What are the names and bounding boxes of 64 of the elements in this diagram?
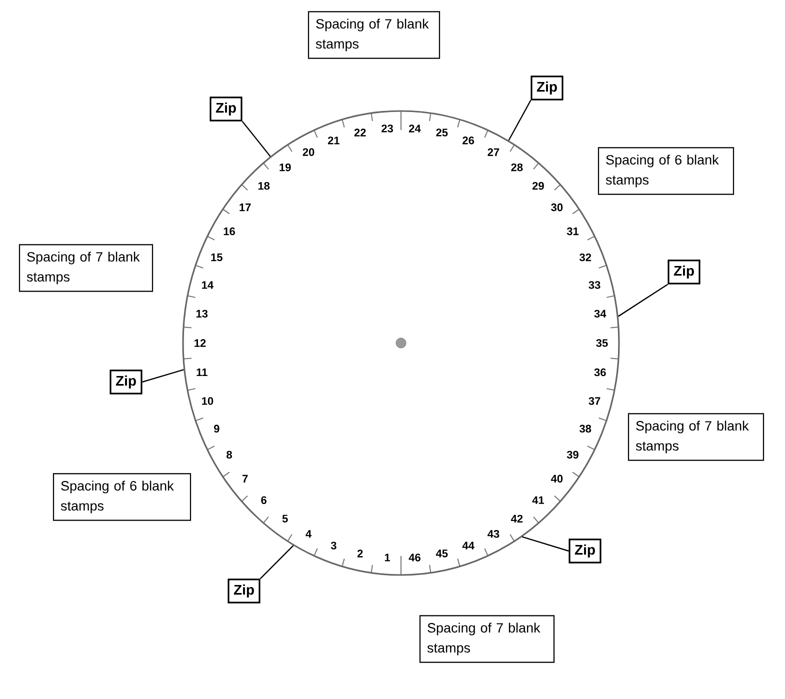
dial-number: 28	[511, 163, 523, 172]
zip-box: Zip	[210, 96, 242, 122]
dial-number: 32	[580, 253, 592, 262]
zip-box: Zip	[530, 76, 564, 100]
dial-number: 39	[566, 450, 578, 459]
dial-number: 8	[226, 450, 232, 459]
dial-number: 6	[261, 496, 266, 504]
dial-number: 42	[510, 514, 523, 522]
dial-number: 3	[330, 542, 336, 550]
dial-number: 44	[462, 542, 474, 550]
dial-number: 7	[242, 474, 248, 482]
leader-line	[242, 120, 271, 157]
dial-number: 2	[357, 550, 363, 558]
dial-number: 5	[282, 514, 288, 522]
dial-number: 23	[382, 124, 393, 132]
dial-number: 14	[202, 281, 214, 289]
dial-number: 19	[280, 163, 291, 172]
text-box: Spacing of 7 blank stamps	[419, 615, 555, 663]
dial-number: 21	[328, 136, 340, 144]
dial-number: 33	[588, 281, 600, 289]
leader-line	[522, 536, 569, 552]
leader-line	[618, 284, 668, 317]
dial-number: 30	[551, 203, 563, 212]
dial-number: 25	[436, 128, 448, 136]
dial-number: 17	[240, 204, 251, 212]
dial-number: 35	[596, 339, 608, 347]
text-box: Spacing of 6 blank stamps	[598, 147, 734, 195]
dial-number: 13	[196, 310, 208, 318]
dial-number: 16	[224, 227, 235, 236]
dial-number: 1	[384, 554, 390, 562]
zip-box: Zip	[228, 578, 260, 604]
text-box: Spacing of 7 blank stamps	[628, 413, 764, 461]
dial-number: 31	[566, 227, 579, 236]
dial-number: 15	[211, 254, 222, 262]
dial-number: 4	[306, 530, 312, 538]
dial-number: 12	[194, 339, 206, 347]
leader-line	[260, 545, 294, 580]
leader-line	[142, 369, 184, 383]
dial-number: 41	[532, 496, 544, 504]
dial-number: 37	[588, 397, 600, 405]
dial-number: 45	[436, 550, 448, 558]
dial-number: 18	[258, 182, 270, 190]
dial-number: 36	[594, 368, 606, 376]
zip-box: Zip	[668, 260, 700, 284]
text-box: Spacing of 7 blank stamps	[308, 11, 440, 59]
dial-number: 46	[408, 554, 420, 562]
dial-number: 38	[580, 424, 592, 433]
text-box: Spacing of 7 blank stamps	[18, 244, 154, 292]
dial-number: 27	[488, 148, 500, 156]
dial-number: 40	[550, 474, 563, 483]
dial-number: 24	[408, 124, 421, 132]
dial-number: 43	[488, 530, 500, 538]
text-box: Spacing of 6 blank stamps	[52, 473, 192, 521]
dial-number: 20	[302, 148, 314, 156]
dial-number: 11	[196, 368, 208, 376]
dial-number: 29	[532, 182, 544, 190]
dial-number: 9	[214, 424, 220, 433]
leader-line	[508, 100, 532, 141]
dial-number: 10	[202, 397, 214, 405]
dial-number: 22	[354, 128, 366, 136]
zip-box: Zip	[568, 538, 602, 564]
zip-box: Zip	[110, 370, 142, 394]
dial-number: 34	[594, 310, 606, 318]
dial-number: 26	[462, 136, 474, 144]
